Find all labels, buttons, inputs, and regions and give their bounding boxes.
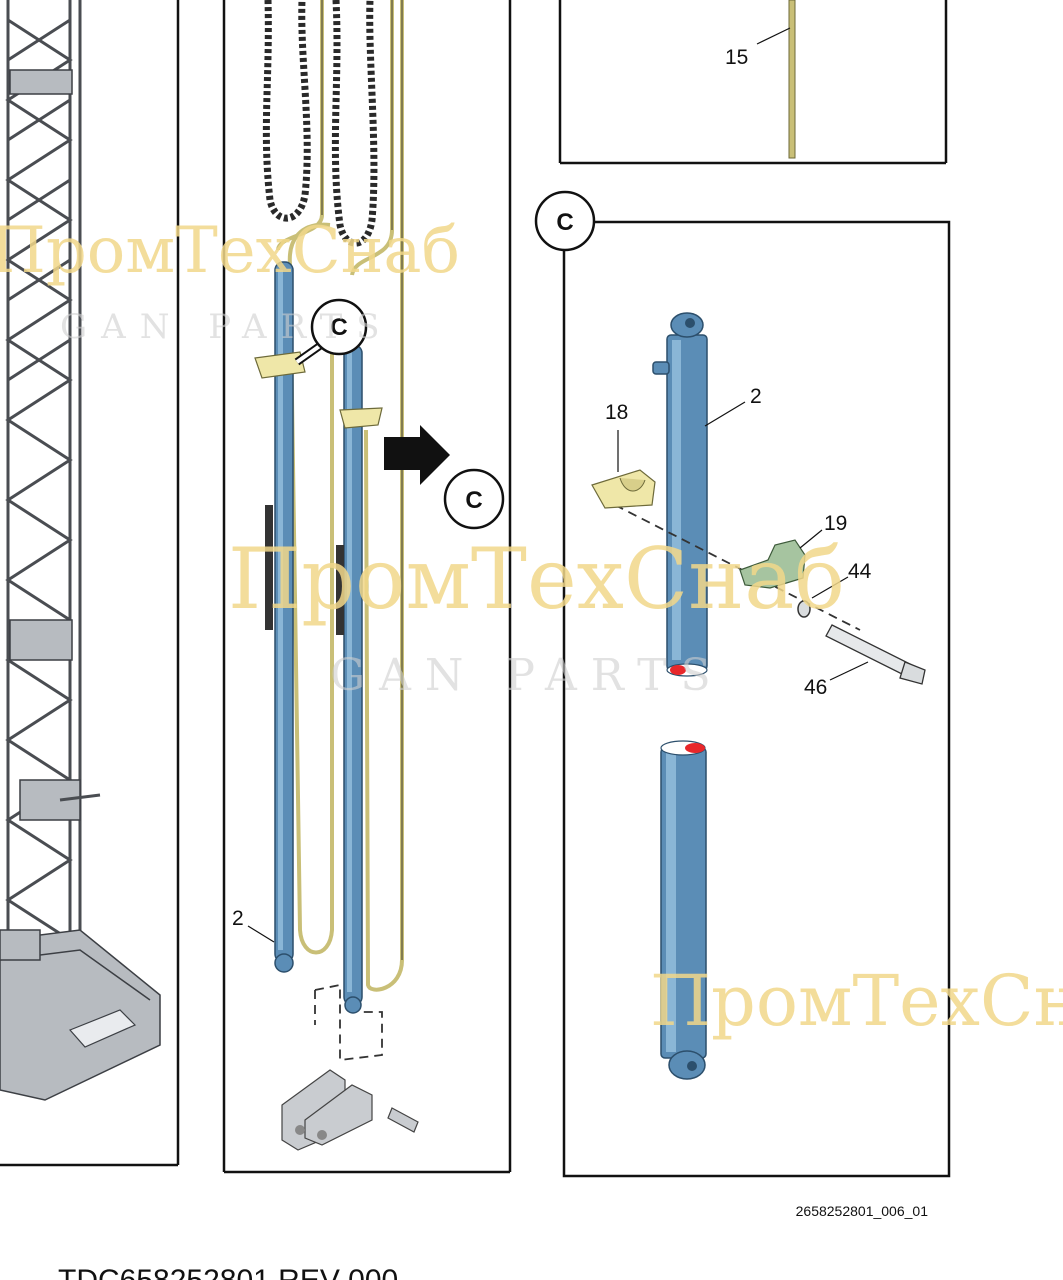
part-46-bolt <box>825 624 926 685</box>
detail-cylinder-lower <box>660 740 707 1080</box>
document-title: TDC658252801 REV 000 <box>58 1264 398 1280</box>
callout-c-arrow: C <box>465 487 482 514</box>
watermark-top: ПромТехСнаб <box>0 214 460 288</box>
callout-c-small: C <box>330 314 347 341</box>
cylinder-left <box>265 261 294 973</box>
rod-15 <box>788 0 796 159</box>
detail-cylinder-upper <box>652 312 708 677</box>
watermark-bottom: ПромТехСнаб <box>650 960 1063 1042</box>
mast-base <box>0 929 161 1101</box>
part-18-clamp <box>591 469 656 509</box>
part-label-2-left: 2 <box>232 907 244 930</box>
assembly-panel: C C 2 <box>222 0 512 1174</box>
callout-c-main: C <box>556 209 573 236</box>
hose-left <box>276 0 334 955</box>
mast-lattice <box>5 0 101 1040</box>
part-label-44: 44 <box>848 560 872 583</box>
part-label-2-right: 2 <box>750 385 762 408</box>
hose-right <box>350 0 404 992</box>
rod-panel: 15 <box>558 0 948 165</box>
part-44-washer <box>797 600 811 618</box>
chain-right <box>331 0 378 247</box>
callout-c-small-circle <box>310 298 368 356</box>
detail-c-panel: C 18 19 <box>534 190 951 1178</box>
view-arrow <box>384 425 450 485</box>
part-label-46: 46 <box>804 676 827 699</box>
callout-c-arrow-circle <box>443 468 505 530</box>
part-label-19: 19 <box>824 512 847 535</box>
part-label-15: 15 <box>725 46 748 69</box>
part-label-18: 18 <box>605 401 628 424</box>
watermark-top-sub: GAN PARTS <box>60 307 394 347</box>
figure-code: 2658252801_006_01 <box>796 1203 929 1219</box>
watermark-middle: ПромТехСнаб <box>228 530 845 628</box>
watermark-layer: ПромТехСнаб GAN PARTS ПромТехСнаб GAN PA… <box>0 214 1063 1042</box>
mast-panel <box>0 0 180 1167</box>
chain-left <box>262 0 311 222</box>
clamp-upper <box>254 351 306 379</box>
watermark-middle-sub: GAN PARTS <box>330 650 725 701</box>
base-bracket <box>281 1069 419 1151</box>
clamp-lower <box>339 407 383 429</box>
part-19-bracket <box>739 539 806 589</box>
callout-c-main-circle <box>534 190 596 252</box>
